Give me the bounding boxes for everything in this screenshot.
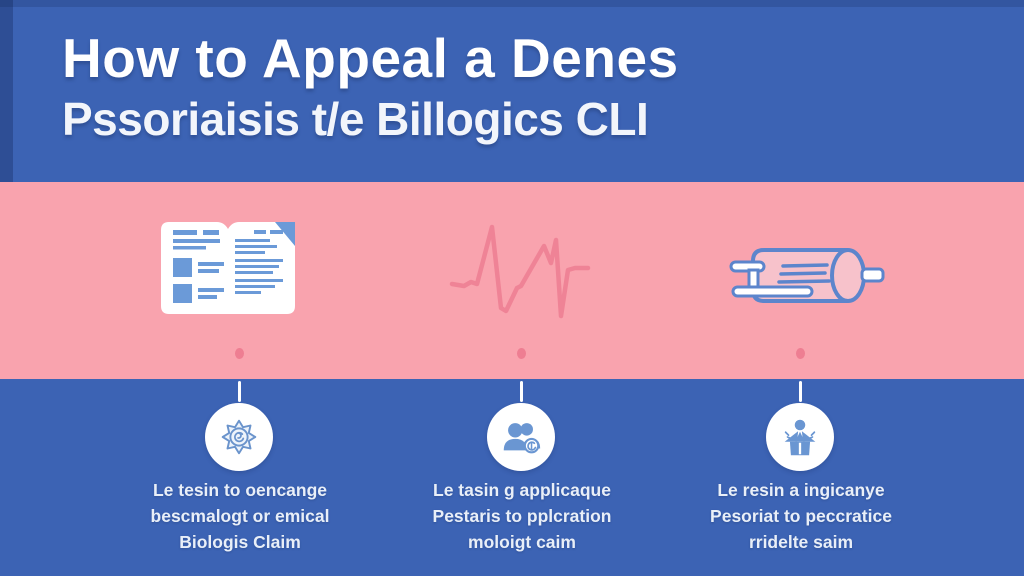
caption-line: bescmalogt or emical [150, 506, 330, 526]
step-dot-1 [235, 348, 244, 359]
page-subtitle: Pssoriaisis t/e Billogics CLI [62, 93, 649, 145]
caption-line: Le tasin g applicaque [433, 480, 611, 500]
steps: Le tesin to oencange bescmalogt or emica… [0, 379, 1024, 576]
rolled-document-icon [729, 248, 885, 303]
connector-line [520, 381, 523, 402]
connector-line [799, 381, 802, 402]
step-caption-3: Le resin a ingicanye Pesoriat to peccrat… [686, 477, 916, 555]
page-title: How to Appeal a Denes [62, 27, 679, 89]
caption-line: moloigt caim [468, 532, 576, 552]
step-item-1: Le tesin to oencange bescmalogt or emica… [125, 379, 355, 576]
step-circle-1 [205, 403, 273, 471]
connector-line [238, 381, 241, 402]
caption-line: Pestaris to pplcration [432, 506, 612, 526]
people-badge-icon [503, 423, 541, 454]
top-edge-shade [0, 0, 1024, 7]
heartbeat-ecg-icon [449, 224, 591, 319]
award-badge-icon [221, 419, 257, 455]
step-dot-3 [796, 348, 805, 359]
caption-line: rridelte saim [748, 532, 854, 552]
caption-line: Pesoriat to peccratice [710, 506, 892, 526]
step-item-3: Le resin a ingicanye Pesoriat to peccrat… [686, 379, 916, 576]
caption-line: Biologis Claim [179, 532, 301, 552]
step-caption-2: Le tasin g applicaque Pestaris to pplcra… [407, 477, 637, 555]
step-circle-3 [766, 403, 834, 471]
step-item-2: Le tasin g applicaque Pestaris to pplcra… [407, 379, 637, 576]
caption-line: Le resin a ingicanye [717, 480, 885, 500]
header: How to Appeal a Denes Pssoriaisis t/e Bi… [0, 0, 1024, 182]
open-book-document-icon [161, 222, 295, 314]
step-caption-1: Le tesin to oencange bescmalogt or emica… [125, 477, 355, 555]
caption-line: Le tesin to oencange [152, 480, 328, 500]
left-edge-shade [0, 0, 13, 182]
person-podium-icon [784, 419, 816, 456]
icon-band [0, 182, 1024, 379]
step-dot-2 [517, 348, 526, 359]
step-circle-2 [487, 403, 555, 471]
